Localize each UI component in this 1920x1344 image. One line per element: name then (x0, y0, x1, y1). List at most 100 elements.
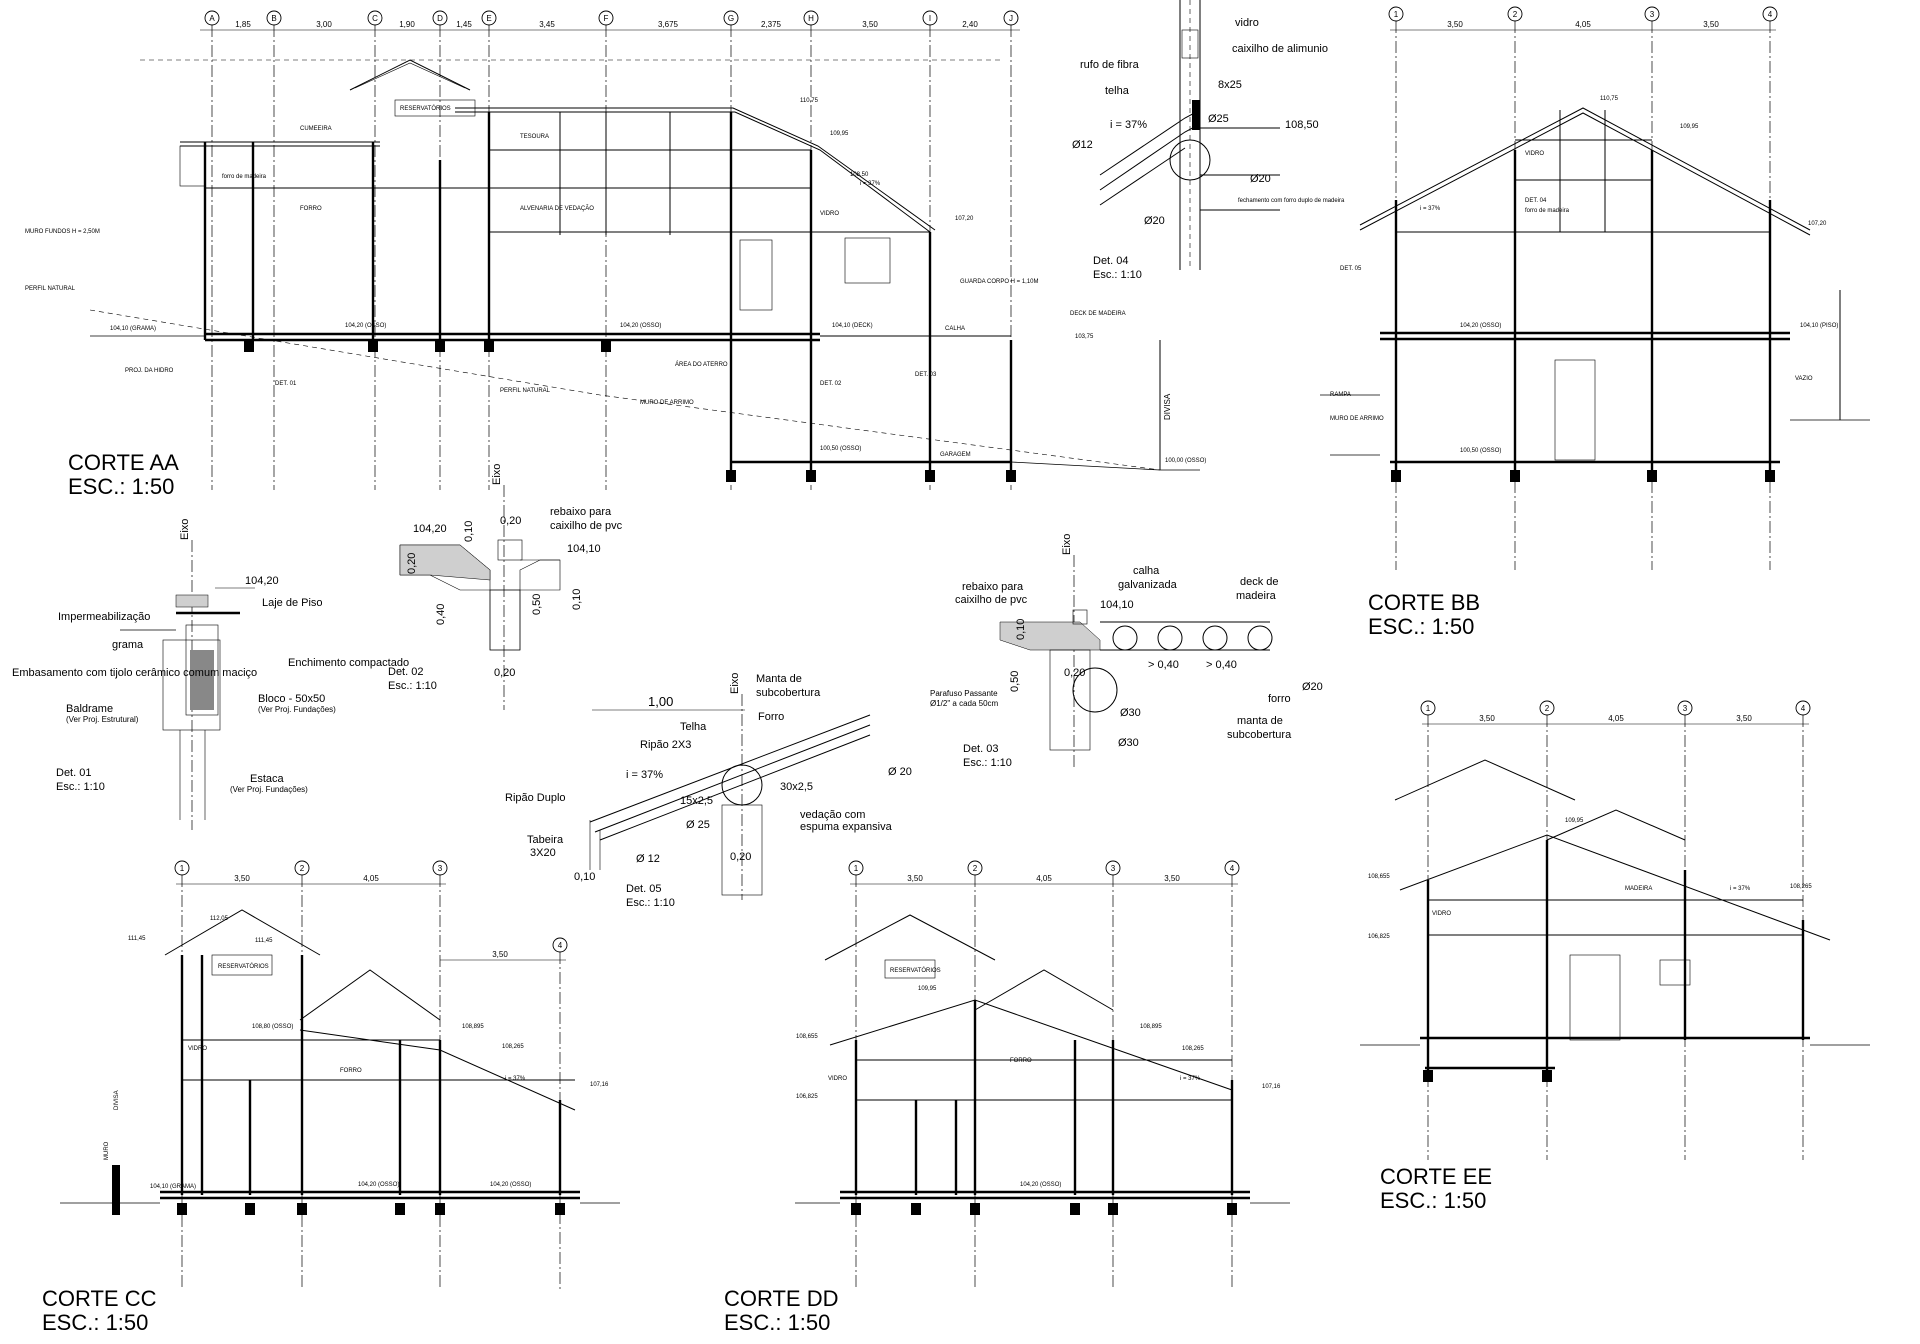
svg-text:manta de: manta de (1237, 715, 1283, 727)
svg-text:Manta de: Manta de (756, 673, 802, 685)
svg-text:1,45: 1,45 (456, 20, 472, 29)
svg-text:104,20 (OSSO): 104,20 (OSSO) (345, 323, 386, 329)
svg-text:DECK DE MADEIRA: DECK DE MADEIRA (1070, 311, 1126, 317)
svg-text:D: D (437, 14, 443, 23)
svg-text:100,00 (OSSO): 100,00 (OSSO) (1165, 458, 1206, 464)
svg-text:3,50: 3,50 (1164, 874, 1180, 883)
svg-text:1: 1 (854, 864, 859, 873)
svg-text:rufo de fibra: rufo de fibra (1080, 59, 1140, 71)
svg-text:3,50: 3,50 (234, 874, 250, 883)
svg-text:4,05: 4,05 (1608, 714, 1624, 723)
axis-a: A (204, 10, 220, 490)
svg-text:0,10: 0,10 (574, 871, 595, 883)
svg-text:Ø 20: Ø 20 (888, 766, 912, 778)
svg-text:0,50: 0,50 (531, 594, 543, 615)
svg-text:ALVENARIA DE VEDAÇÃO: ALVENARIA DE VEDAÇÃO (520, 205, 594, 212)
det-05: Eixo 1,00 Manta de subcobertura Telha Fo… (505, 673, 912, 909)
svg-text:F: F (604, 14, 609, 23)
svg-text:108,895: 108,895 (462, 1024, 484, 1030)
corte-ee-labels: MADEIRA VIDRO i = 37% 109,95 108,655 108… (1368, 818, 1812, 940)
svg-text:8x25: 8x25 (1218, 79, 1242, 91)
svg-text:Enchimento compactado: Enchimento compactado (288, 657, 409, 669)
svg-text:RESERVATÓRIOS: RESERVATÓRIOS (890, 967, 941, 974)
svg-text:DIVISA: DIVISA (1163, 393, 1172, 420)
svg-text:112,05: 112,05 (210, 916, 229, 922)
svg-text:i = 37%: i = 37% (1110, 119, 1147, 131)
svg-text:Estaca: Estaca (250, 773, 285, 785)
svg-text:107,20: 107,20 (1808, 221, 1827, 227)
svg-text:> 0,40: > 0,40 (1206, 659, 1237, 671)
det-04-labels: vidro caixilho de alimunio rufo de fibra… (1072, 17, 1345, 227)
svg-text:0,50: 0,50 (1009, 671, 1021, 692)
det-05-scale: Esc.: 1:10 (626, 897, 675, 909)
svg-text:0,20: 0,20 (406, 553, 418, 574)
svg-text:Ø20: Ø20 (1302, 681, 1323, 693)
svg-text:2: 2 (1513, 10, 1518, 19)
corte-ee-scale: ESC.: 1:50 (1380, 1188, 1486, 1213)
svg-text:VIDRO: VIDRO (820, 211, 839, 217)
svg-text:PERFIL NATURAL: PERFIL NATURAL (500, 388, 551, 394)
svg-text:G: G (728, 14, 734, 23)
svg-text:109,95: 109,95 (918, 986, 937, 992)
det-03: Eixo calha galvanizada deck de madeira r… (930, 534, 1323, 770)
axis-3: 3 (1644, 6, 1660, 570)
svg-text:J: J (1009, 14, 1013, 23)
svg-text:4: 4 (1230, 864, 1235, 873)
svg-text:(Ver Proj. Fundações): (Ver Proj. Fundações) (258, 705, 336, 714)
svg-text:telha: telha (1105, 85, 1130, 97)
svg-text:deck de: deck de (1240, 576, 1279, 588)
svg-text:DET. 03: DET. 03 (915, 372, 937, 378)
axis-b: B (266, 10, 282, 490)
svg-text:104,10 (DECK): 104,10 (DECK) (832, 323, 873, 329)
svg-text:DET. 01: DET. 01 (275, 381, 297, 387)
det-04: vidro caixilho de alimunio rufo de fibra… (1072, 0, 1345, 281)
svg-text:1,90: 1,90 (399, 20, 415, 29)
svg-text:MURO FUNDOS H = 2,50M: MURO FUNDOS H = 2,50M (25, 229, 100, 235)
svg-text:106,825: 106,825 (1368, 934, 1390, 940)
svg-text:Forro: Forro (758, 711, 784, 723)
svg-text:H: H (808, 14, 814, 23)
svg-text:2,40: 2,40 (962, 20, 978, 29)
svg-text:E: E (486, 14, 491, 23)
svg-text:MADEIRA: MADEIRA (1625, 886, 1652, 892)
svg-text:104,20: 104,20 (245, 575, 279, 587)
svg-text:DET. 05: DET. 05 (1340, 266, 1362, 272)
svg-text:2: 2 (1545, 704, 1550, 713)
svg-text:111,45: 111,45 (255, 938, 273, 944)
corte-cc-labels: RESERVATÓRIOS VIDRO FORRO MURO DIVISA i … (104, 916, 609, 1190)
corte-bb: 1 2 3 4 3,50 4,05 3,50 DET. 04 (1320, 6, 1870, 639)
svg-text:vidro: vidro (1235, 17, 1259, 29)
svg-text:Ø30: Ø30 (1118, 737, 1139, 749)
svg-text:subcobertura: subcobertura (1227, 729, 1292, 741)
svg-text:111,45: 111,45 (128, 936, 146, 942)
svg-text:forro: forro (1268, 693, 1291, 705)
svg-text:madeira: madeira (1236, 590, 1277, 602)
svg-text:caixilho de pvc: caixilho de pvc (955, 594, 1028, 606)
axis-e: E (481, 10, 497, 490)
svg-text:4,05: 4,05 (363, 874, 379, 883)
svg-text:VIDRO: VIDRO (1432, 911, 1451, 917)
svg-text:Ø20: Ø20 (1250, 173, 1271, 185)
svg-text:Bloco - 50x50: Bloco - 50x50 (258, 693, 325, 705)
corte-aa-title: CORTE AA (68, 450, 179, 475)
svg-text:104,20 (OSSO): 104,20 (OSSO) (358, 1182, 399, 1188)
svg-text:i = 37%: i = 37% (505, 1076, 526, 1082)
svg-text:Ø 12: Ø 12 (636, 853, 660, 865)
svg-text:> 0,40: > 0,40 (1148, 659, 1179, 671)
svg-text:MURO DE ARRIMO: MURO DE ARRIMO (640, 400, 694, 406)
svg-text:Ø20: Ø20 (1144, 215, 1165, 227)
svg-text:2: 2 (300, 864, 305, 873)
svg-text:109,95: 109,95 (830, 131, 849, 137)
corte-bb-axis-bubbles: 1 2 3 4 (1388, 6, 1778, 570)
det-04-scale: Esc.: 1:10 (1093, 269, 1142, 281)
svg-text:103,75: 103,75 (1075, 334, 1094, 340)
corte-bb-title: CORTE BB (1368, 590, 1480, 615)
svg-text:i = 37%: i = 37% (860, 181, 881, 187)
svg-text:108,50: 108,50 (850, 172, 869, 178)
svg-text:caixilho de alimunio: caixilho de alimunio (1232, 43, 1328, 55)
svg-text:DET. 04: DET. 04 (1525, 198, 1547, 204)
svg-text:110,75: 110,75 (800, 98, 819, 104)
svg-text:3,50: 3,50 (862, 20, 878, 29)
svg-text:Impermeabilização: Impermeabilização (58, 611, 150, 623)
